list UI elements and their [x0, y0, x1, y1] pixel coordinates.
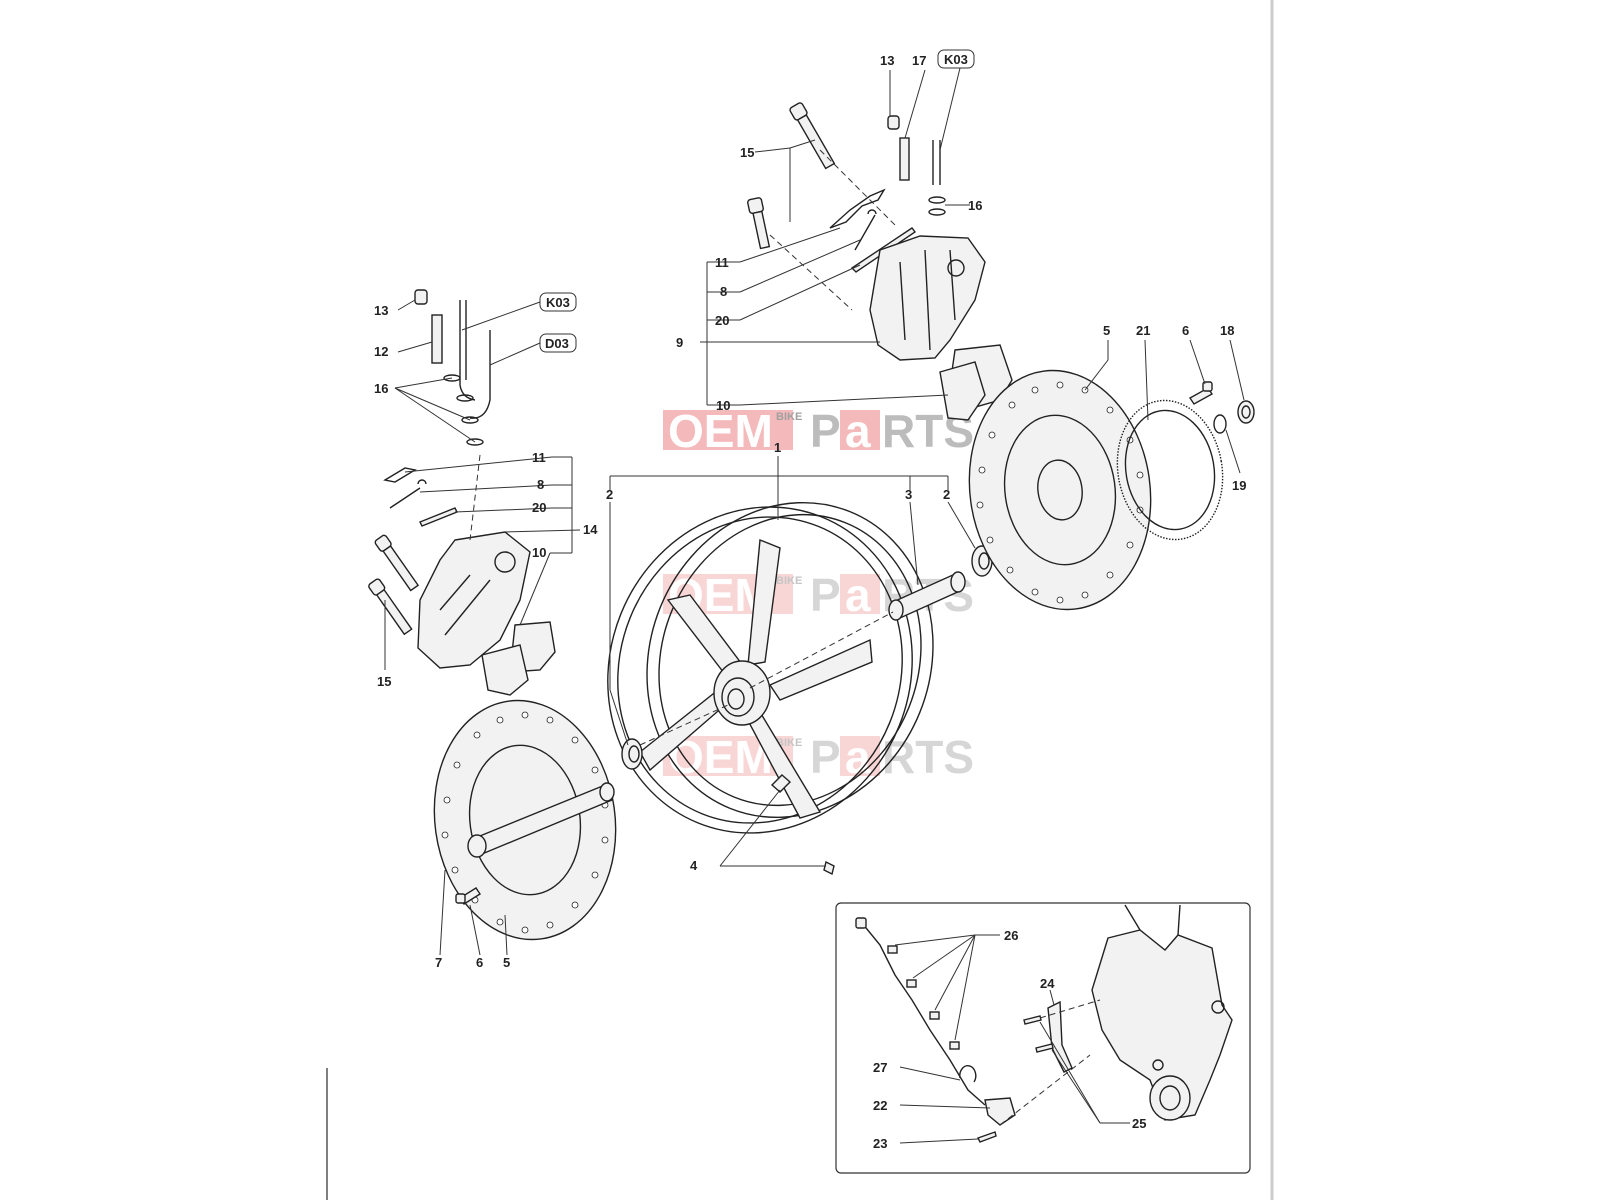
callout-13-left: 13: [374, 303, 388, 318]
box-k03-left: [539, 292, 577, 312]
r-clip-top: [854, 209, 877, 251]
wheel-leaders: [609, 456, 976, 867]
spring-clip-left: [383, 467, 417, 483]
callout-17: 17: [912, 53, 926, 68]
callout-7: 7: [435, 955, 442, 970]
callout-25: 25: [1132, 1116, 1146, 1131]
callout-1: 1: [774, 440, 781, 455]
inset-leaders: [894, 934, 1130, 1144]
front-wheel: [607, 501, 934, 876]
box-k03-top: [937, 49, 975, 69]
svg-text:BIKE: BIKE: [776, 411, 802, 423]
top-caliper-leaders: [700, 67, 970, 406]
bolt-top-upper: [789, 102, 836, 170]
fork-leg: [1091, 929, 1233, 1121]
svg-text:P: P: [810, 569, 841, 621]
callout-15-left: 15: [377, 674, 391, 689]
callout-15-top: 15: [740, 145, 754, 160]
tyre-valve: [770, 774, 792, 793]
callout-k03-top: K03: [944, 52, 968, 67]
callout-11-top: 11: [715, 255, 729, 270]
svg-text:RTS: RTS: [882, 731, 974, 783]
disc-bolt-left: [455, 887, 481, 905]
bolt-top-lower: [747, 197, 771, 250]
seal-ring: [1237, 400, 1255, 424]
svg-text:BIKE: BIKE: [776, 575, 802, 587]
svg-text:a: a: [845, 569, 871, 621]
r-clip-left: [389, 479, 427, 509]
bleed-cap-top: [887, 115, 900, 130]
callout-6-top: 6: [1182, 323, 1189, 338]
callout-16-left: 16: [374, 381, 388, 396]
callout-8-left: 8: [537, 477, 544, 492]
svg-text:P: P: [810, 731, 841, 783]
callout-2-left: 2: [606, 487, 613, 502]
callout-23: 23: [873, 1136, 887, 1151]
svg-text:OEM: OEM: [668, 405, 773, 457]
watermark-lower: OEM BIKE P a RTS: [663, 731, 974, 783]
axle-spacer: [888, 571, 966, 621]
callout-5-bottom: 5: [503, 955, 510, 970]
callout-18: 18: [1220, 323, 1234, 338]
bleed-cap-left: [414, 289, 428, 305]
callout-5-top: 5: [1103, 323, 1110, 338]
svg-text:a: a: [845, 405, 871, 457]
svg-text:BIKE: BIKE: [776, 737, 802, 749]
callout-4: 4: [690, 858, 698, 873]
callout-10-top: 10: [716, 398, 730, 413]
svg-text:P: P: [810, 405, 841, 457]
callout-8-top: 8: [720, 284, 727, 299]
callout-d03: D03: [545, 336, 569, 351]
abs-sensor: [984, 1097, 1016, 1126]
left-caliper-leaders: [384, 299, 581, 670]
left-caliper-assembly: [368, 289, 556, 696]
brake-pipe-top: [932, 140, 941, 185]
callout-21: 21: [1136, 323, 1150, 338]
callout-9: 9: [676, 335, 683, 350]
svg-text:a: a: [845, 731, 871, 783]
bleed-valve-left: [431, 314, 443, 364]
right-disc-leaders: [1084, 339, 1245, 474]
disc-bolt-right: [1188, 381, 1214, 405]
abs-sensor-inset: [835, 902, 1251, 1174]
cable-clip: [959, 1065, 977, 1083]
callout-22: 22: [873, 1098, 887, 1113]
callout-2-right: 2: [943, 487, 950, 502]
top-caliper-assembly: [747, 102, 1013, 421]
callout-27: 27: [873, 1060, 887, 1075]
callout-12: 12: [374, 344, 388, 359]
watermark-top: OEM BIKE P a RTS: [663, 405, 974, 457]
bleed-valve-top: [899, 137, 910, 181]
callout-26: 26: [1004, 928, 1018, 943]
callout-20-left: 20: [532, 500, 546, 515]
callout-3: 3: [905, 487, 912, 502]
callout-6-bottom: 6: [476, 955, 483, 970]
o-ring: [1213, 414, 1227, 434]
wheel-bearing-left: [621, 738, 643, 770]
callout-24: 24: [1040, 976, 1055, 991]
callout-16-top: 16: [968, 198, 982, 213]
pin-left: [419, 507, 458, 527]
spring-clip-top: [829, 188, 886, 229]
callout-19: 19: [1232, 478, 1246, 493]
front-axle: [467, 782, 615, 858]
abs-tone-ring: [1116, 399, 1224, 541]
callout-10-left: 10: [532, 545, 546, 560]
abs-sensor-cable: [861, 922, 986, 1106]
callout-11-left: 11: [532, 450, 546, 465]
box-d03: [539, 333, 577, 353]
brake-disc-right: [968, 369, 1152, 611]
callout-labels: 13 17 K03 15 16 11 8 20 9 10 13 K03 12 D…: [374, 49, 1246, 1151]
callout-13-top: 13: [880, 53, 894, 68]
callout-14: 14: [583, 522, 598, 537]
left-disc-leaders: [439, 869, 508, 956]
callout-k03-left: K03: [546, 295, 570, 310]
callout-20-top: 20: [715, 313, 729, 328]
